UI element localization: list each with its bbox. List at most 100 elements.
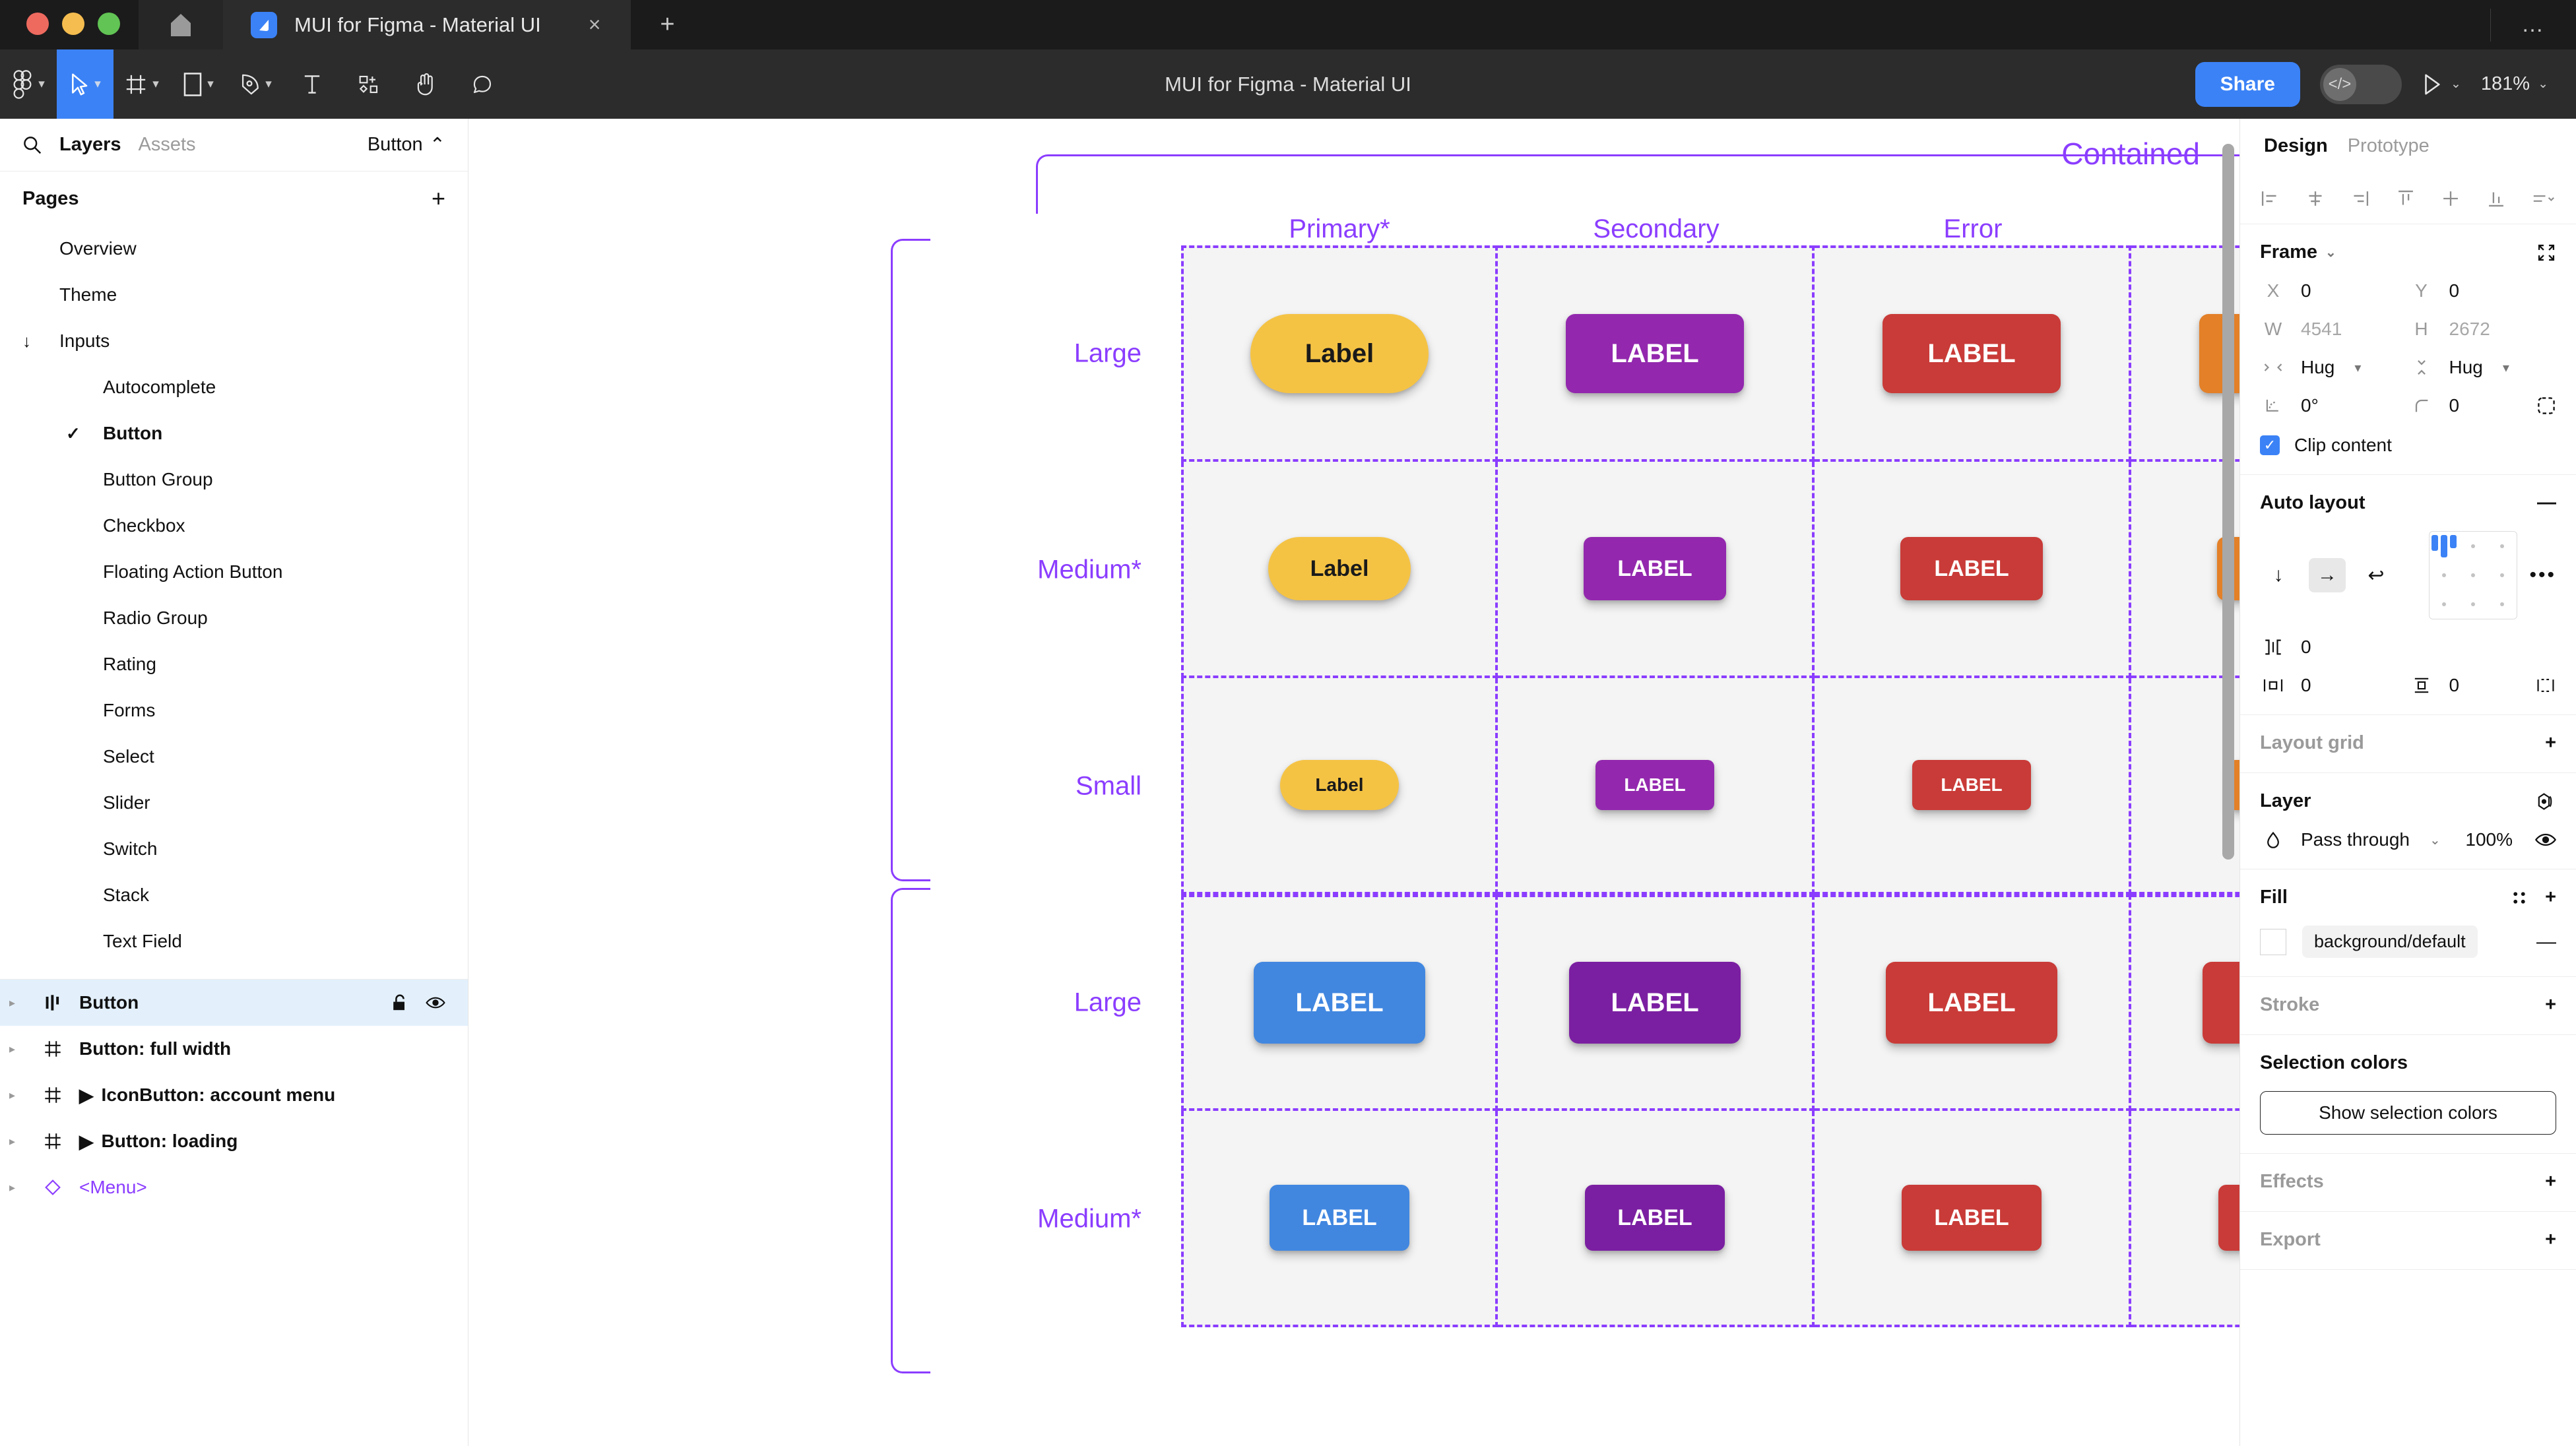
horizontal-padding-field[interactable]: 0 — [2260, 675, 2408, 696]
page-item-inputs[interactable]: ↓Inputs — [0, 318, 468, 364]
tab-layers[interactable]: Layers — [59, 134, 121, 155]
tab-design[interactable]: Design — [2264, 135, 2328, 156]
material-button[interactable]: LABEL — [1254, 962, 1425, 1044]
add-export-button[interactable]: + — [2545, 1229, 2556, 1250]
alignment-grid[interactable] — [2429, 531, 2517, 619]
page-item-select[interactable]: Select — [0, 734, 468, 780]
expand-caret-icon[interactable]: ▸ — [9, 1134, 16, 1148]
direction-horizontal-button[interactable]: → — [2309, 558, 2346, 592]
material-button[interactable]: LABEL — [1883, 314, 2061, 393]
align-right-icon[interactable] — [2350, 189, 2370, 208]
layer-row[interactable]: ▸Button: full width — [0, 1026, 468, 1072]
unlocked-icon[interactable] — [391, 993, 408, 1012]
chevron-down-icon[interactable]: ⌄ — [2450, 77, 2461, 91]
page-item-rating[interactable]: Rating — [0, 641, 468, 687]
material-button[interactable]: LABEL — [1900, 537, 2043, 600]
frame-tool-icon[interactable]: ▾ — [113, 49, 170, 119]
show-selection-colors-button[interactable]: Show selection colors — [2260, 1091, 2556, 1135]
share-button[interactable]: Share — [2195, 61, 2300, 107]
add-layout-grid-button[interactable]: + — [2545, 732, 2556, 753]
mask-icon[interactable] — [2535, 792, 2556, 811]
fill-style-token[interactable]: background/default — [2302, 926, 2478, 958]
maximize-window-button[interactable] — [98, 13, 120, 35]
horizontal-resizing-select[interactable]: Hug ▾ — [2260, 357, 2408, 378]
align-horizontal-center-icon[interactable] — [2305, 189, 2325, 208]
dev-mode-toggle[interactable]: </> — [2319, 64, 2402, 104]
minimize-window-button[interactable] — [62, 13, 84, 35]
direction-vertical-button[interactable]: ↓ — [2273, 564, 2284, 586]
figma-menu-icon[interactable]: ▾ — [0, 49, 57, 119]
expand-caret-icon[interactable]: ▸ — [9, 1088, 16, 1102]
resources-tool-icon[interactable] — [340, 49, 397, 119]
add-stroke-button[interactable]: + — [2545, 994, 2556, 1015]
gap-field[interactable]: 0 — [2260, 637, 2556, 658]
page-item-button-group[interactable]: Button Group — [0, 456, 468, 503]
eye-icon[interactable] — [2535, 832, 2556, 848]
rotation-field[interactable]: 0° — [2260, 395, 2408, 416]
page-item-autocomplete[interactable]: Autocomplete — [0, 364, 468, 410]
tab-assets[interactable]: Assets — [138, 134, 196, 155]
tab-prototype[interactable]: Prototype — [2347, 135, 2430, 156]
layer-row[interactable]: ▸▶Button: loading — [0, 1118, 468, 1164]
add-page-button[interactable]: + — [431, 185, 445, 212]
chevron-down-icon[interactable]: ⌄ — [2325, 245, 2336, 260]
align-vertical-center-icon[interactable] — [2441, 189, 2461, 208]
comment-tool-icon[interactable] — [454, 49, 511, 119]
collapse-icon[interactable] — [2536, 243, 2556, 263]
material-button[interactable]: Label — [1250, 314, 1429, 393]
shape-tool-icon[interactable]: ▾ — [170, 49, 227, 119]
close-tab-button[interactable]: × — [588, 13, 601, 36]
x-field[interactable]: X 0 — [2260, 280, 2408, 301]
hand-tool-icon[interactable] — [397, 49, 454, 119]
page-item-text-field[interactable]: Text Field — [0, 918, 468, 964]
align-bottom-icon[interactable] — [2486, 189, 2506, 208]
new-tab-button[interactable]: + — [660, 11, 675, 38]
material-button[interactable]: LABEL — [1585, 1185, 1725, 1251]
material-button[interactable]: LABEL — [1566, 314, 1744, 393]
pen-tool-icon[interactable]: ▾ — [227, 49, 284, 119]
y-field[interactable]: Y 0 — [2408, 280, 2557, 301]
add-effect-button[interactable]: + — [2545, 1171, 2556, 1192]
width-field[interactable]: W 4541 — [2260, 319, 2408, 340]
inner-expand-icon[interactable]: ▶ — [79, 1131, 94, 1152]
auto-layout-more-button[interactable]: ••• — [2529, 564, 2556, 586]
page-item-radio-group[interactable]: Radio Group — [0, 595, 468, 641]
text-tool-icon[interactable] — [284, 49, 340, 119]
vertical-padding-field[interactable]: 0 — [2408, 675, 2557, 696]
material-button[interactable]: LABEL — [1912, 760, 2031, 810]
material-button[interactable]: LABEL — [1886, 962, 2057, 1044]
remove-auto-layout-button[interactable]: — — [2537, 492, 2556, 513]
page-selector[interactable]: Button ⌃ — [368, 133, 445, 156]
inner-expand-icon[interactable]: ▶ — [79, 1084, 94, 1106]
page-item-checkbox[interactable]: Checkbox — [0, 503, 468, 549]
material-button[interactable]: LABEL — [2218, 1185, 2239, 1251]
independent-corners-icon[interactable] — [2536, 396, 2556, 416]
window-more-menu-button[interactable]: … — [2521, 12, 2546, 37]
search-icon[interactable] — [22, 135, 42, 155]
material-button[interactable]: LABEL — [1569, 962, 1741, 1044]
page-item-button[interactable]: ✓Button — [0, 410, 468, 456]
layer-row[interactable]: ▸▶IconButton: account menu — [0, 1072, 468, 1118]
align-top-icon[interactable] — [2396, 189, 2416, 208]
vertical-resizing-select[interactable]: Hug ▾ — [2408, 357, 2557, 378]
eye-icon[interactable] — [426, 995, 445, 1010]
layer-row[interactable]: ▸Button — [0, 980, 468, 1026]
page-item-floating-action-button[interactable]: Floating Action Button — [0, 549, 468, 595]
page-item-theme[interactable]: Theme — [0, 272, 468, 318]
home-button[interactable] — [139, 0, 223, 49]
present-button[interactable]: ⌄ — [2422, 73, 2461, 96]
material-button[interactable]: LABEL — [1584, 537, 1726, 600]
material-button[interactable]: LABEL — [1595, 760, 1714, 810]
zoom-control[interactable]: 181% ⌄ — [2481, 73, 2548, 95]
material-button[interactable]: LABEL — [1902, 1185, 2042, 1251]
page-item-slider[interactable]: Slider — [0, 780, 468, 826]
page-item-switch[interactable]: Switch — [0, 826, 468, 872]
remove-fill-button[interactable]: — — [2536, 930, 2556, 953]
close-window-button[interactable] — [26, 13, 49, 35]
clip-content-checkbox[interactable]: ✓ — [2260, 435, 2280, 455]
clip-content-row[interactable]: ✓ Clip content — [2260, 435, 2556, 456]
expand-caret-icon[interactable]: ▸ — [9, 1042, 16, 1055]
design-canvas[interactable]: ContainedPrimary*SecondaryErrorWarningLa… — [468, 119, 2239, 1446]
individual-padding-icon[interactable] — [2535, 676, 2556, 695]
page-item-overview[interactable]: Overview — [0, 226, 468, 272]
